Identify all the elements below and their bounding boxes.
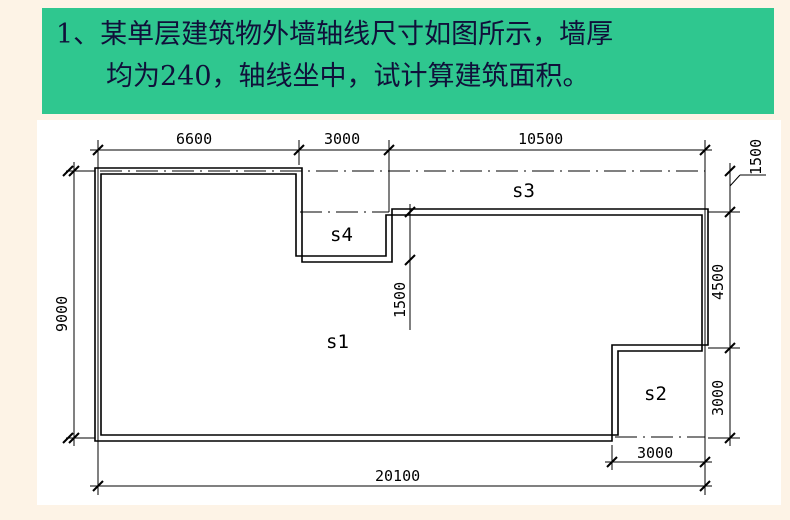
tick	[724, 432, 736, 444]
tick	[68, 165, 80, 177]
dim-label-right-3: 3000	[709, 380, 727, 416]
tick	[404, 206, 416, 218]
tick	[62, 165, 74, 177]
dim-label-bottom-total: 20100	[375, 467, 420, 485]
dim-label-left: 9000	[53, 296, 71, 332]
tick	[92, 480, 104, 492]
region-label-s4: s4	[330, 224, 353, 246]
dim-label-top-2: 3000	[324, 130, 360, 148]
tick	[724, 165, 736, 177]
tick	[404, 254, 416, 266]
dim-label-bottom-s2: 3000	[637, 444, 673, 462]
tick	[724, 206, 736, 218]
tick	[68, 432, 80, 444]
tick	[293, 144, 305, 156]
extension-lines	[66, 140, 740, 495]
dim-label-top-3: 10500	[518, 130, 563, 148]
problem-statement: 1、某单层建筑物外墙轴线尺寸如图所示，墙厚 均为240，轴线坐中，试计算建筑面积…	[42, 8, 774, 114]
tick	[606, 456, 618, 468]
region-label-s3: s3	[512, 180, 535, 202]
walls	[94, 167, 709, 442]
region-label-s1: s1	[326, 331, 349, 353]
tick	[699, 144, 711, 156]
dimension-labels: 6600 3000 10500 20100 3000 9000 1500 450…	[53, 130, 765, 485]
tick	[724, 342, 736, 354]
tick	[699, 480, 711, 492]
dim-label-right-2: 4500	[709, 264, 727, 300]
floor-plan-svg: 6600 3000 10500 20100 3000 9000 1500 450…	[53, 130, 766, 495]
problem-line-2: 均为240，轴线坐中，试计算建筑面积。	[106, 61, 590, 92]
tick	[92, 144, 104, 156]
region-labels: s1 s2 s3 s4	[326, 180, 667, 405]
dimension-ticks	[62, 144, 736, 492]
dim-label-right-1: 1500	[747, 139, 765, 175]
dim-label-top-1: 6600	[176, 130, 212, 148]
tick	[383, 144, 395, 156]
dim-label-inner: 1500	[391, 282, 409, 318]
level-leader	[729, 174, 741, 187]
tick	[62, 432, 74, 444]
inner-wall	[100, 173, 703, 436]
outer-wall	[94, 167, 709, 442]
region-label-s2: s2	[644, 383, 667, 405]
tick	[699, 456, 711, 468]
floor-plan-drawing: 6600 3000 10500 20100 3000 9000 1500 450…	[37, 120, 781, 505]
dimension-lines	[73, 149, 766, 487]
problem-line-1: 1、某单层建筑物外墙轴线尺寸如图所示，墙厚	[56, 19, 614, 50]
